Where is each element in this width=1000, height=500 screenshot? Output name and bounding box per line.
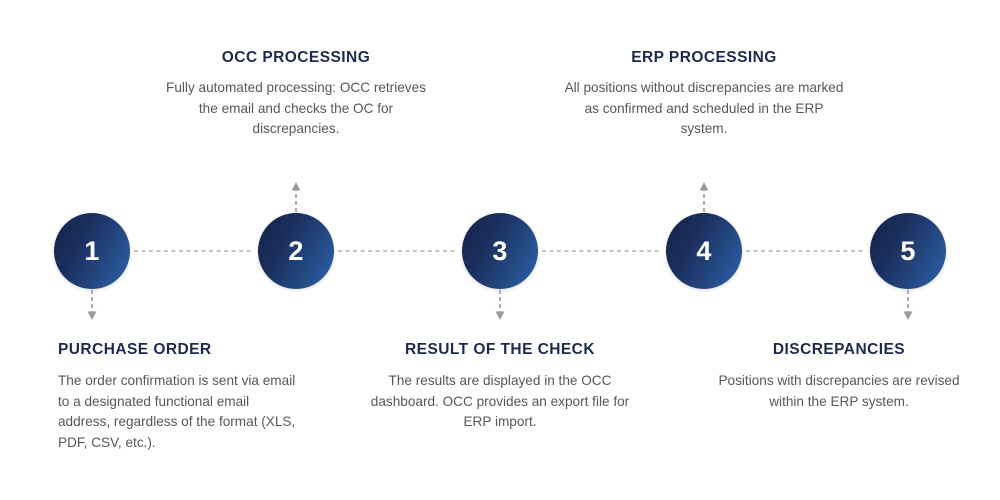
node-number-4: 4: [696, 235, 712, 266]
arrowhead-down-step-1: [87, 311, 97, 320]
step-block-5: DISCREPANCIES Positions with discrepanci…: [706, 341, 972, 412]
arrowhead-up-step-4: [699, 182, 709, 191]
arrowhead-down-step-5: [903, 311, 913, 320]
step-block-3: RESULT OF THE CHECK The results are disp…: [366, 341, 634, 433]
step-title-2: OCC PROCESSING: [221, 49, 371, 66]
step-body-2: Fully automated processing: OCC retrieve…: [166, 80, 426, 137]
timeline-node-1[interactable]: 1: [54, 213, 130, 289]
node-number-5: 5: [900, 235, 916, 266]
step-body-5: Positions with discrepancies are revised…: [718, 373, 960, 409]
step-block-2: OCC PROCESSING Fully automated processin…: [156, 49, 436, 140]
node-number-1: 1: [84, 235, 100, 266]
timeline-node-4[interactable]: 4: [666, 213, 742, 289]
timeline-node-2[interactable]: 2: [258, 213, 334, 289]
step-title-1: PURCHASE ORDER: [58, 341, 212, 358]
step-title-5: DISCREPANCIES: [772, 341, 906, 358]
step-body-3: The results are displayed in the OCC das…: [370, 373, 630, 430]
timeline-node-5[interactable]: 5: [870, 213, 946, 289]
step-title-3: RESULT OF THE CHECK: [405, 341, 595, 358]
node-number-3: 3: [492, 235, 508, 266]
node-number-2: 2: [288, 235, 304, 266]
step-body-1: The order confirmation is sent via email…: [58, 373, 296, 451]
timeline-node-3[interactable]: 3: [462, 213, 538, 289]
step-block-1: PURCHASE ORDER The order confirmation is…: [58, 341, 302, 454]
arrowhead-down-step-3: [495, 311, 505, 320]
arrowhead-up-step-2: [291, 182, 301, 191]
step-body-4: All positions without discrepancies are …: [564, 80, 844, 137]
step-block-4: ERP PROCESSING All positions without dis…: [564, 49, 844, 140]
step-title-4: ERP PROCESSING: [631, 49, 777, 66]
